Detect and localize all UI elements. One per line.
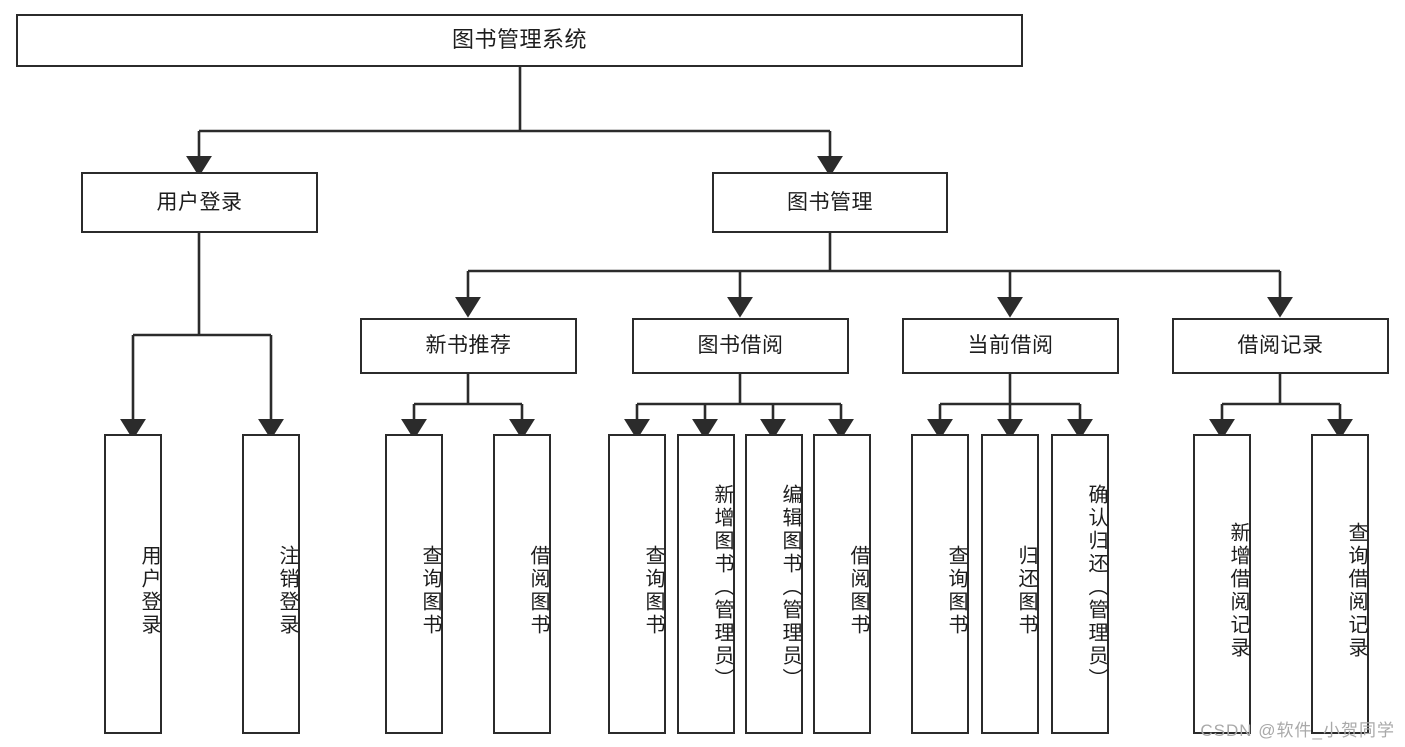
leaf-borrow-record-add[interactable]: 新增借阅记录 [1193,434,1251,734]
node-borrow-record[interactable]: 借阅记录 [1172,318,1389,374]
leaf-current-borrow-query[interactable]: 查询图书 [911,434,969,734]
csdn-watermark: CSDN @软件_小贺同学 [1200,721,1395,740]
node-user-login[interactable]: 用户登录 [81,172,318,233]
node-book-borrow[interactable]: 图书借阅 [632,318,849,374]
leaf-book-borrow-add-admin[interactable]: 新增图书（管理员） [677,434,735,734]
leaf-current-borrow-confirm-admin[interactable]: 确认归还（管理员） [1051,434,1109,734]
leaf-new-book-borrow[interactable]: 借阅图书 [493,434,551,734]
leaf-book-borrow-query[interactable]: 查询图书 [608,434,666,734]
node-current-borrow[interactable]: 当前借阅 [902,318,1119,374]
leaf-book-borrow-edit-admin[interactable]: 编辑图书（管理员） [745,434,803,734]
leaf-user-login-login[interactable]: 用户登录 [104,434,162,734]
leaf-book-borrow-borrow[interactable]: 借阅图书 [813,434,871,734]
leaf-user-login-logout[interactable]: 注销登录 [242,434,300,734]
leaf-borrow-record-query[interactable]: 查询借阅记录 [1311,434,1369,734]
node-root-system[interactable]: 图书管理系统 [16,14,1023,67]
leaf-new-book-query[interactable]: 查询图书 [385,434,443,734]
leaf-current-borrow-return[interactable]: 归还图书 [981,434,1039,734]
node-new-book-recommend[interactable]: 新书推荐 [360,318,577,374]
node-book-management[interactable]: 图书管理 [712,172,948,233]
